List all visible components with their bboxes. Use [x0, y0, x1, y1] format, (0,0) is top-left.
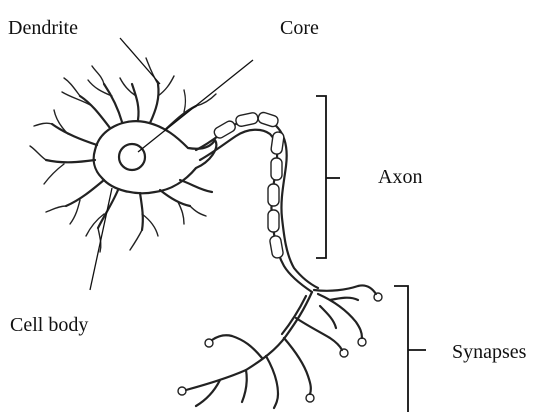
label-axon: Axon — [378, 166, 422, 188]
label-core: Core — [280, 17, 319, 39]
synapses-bracket — [394, 286, 426, 412]
myelin-sheath — [212, 111, 284, 258]
neuron-illustration — [30, 58, 382, 408]
dendrites — [30, 58, 216, 252]
leader-lines — [90, 38, 253, 290]
dendrite-leader-line — [120, 38, 160, 84]
label-synapses: Synapses — [452, 341, 527, 363]
nucleus — [119, 144, 145, 170]
axon-bracket — [316, 96, 340, 258]
label-cell-body: Cell body — [10, 314, 88, 336]
label-dendrite: Dendrite — [8, 17, 78, 39]
cell-body-leader-line — [90, 188, 112, 290]
axon — [196, 111, 318, 292]
cell-body-outline — [94, 121, 217, 193]
axon-terminals — [178, 285, 382, 408]
